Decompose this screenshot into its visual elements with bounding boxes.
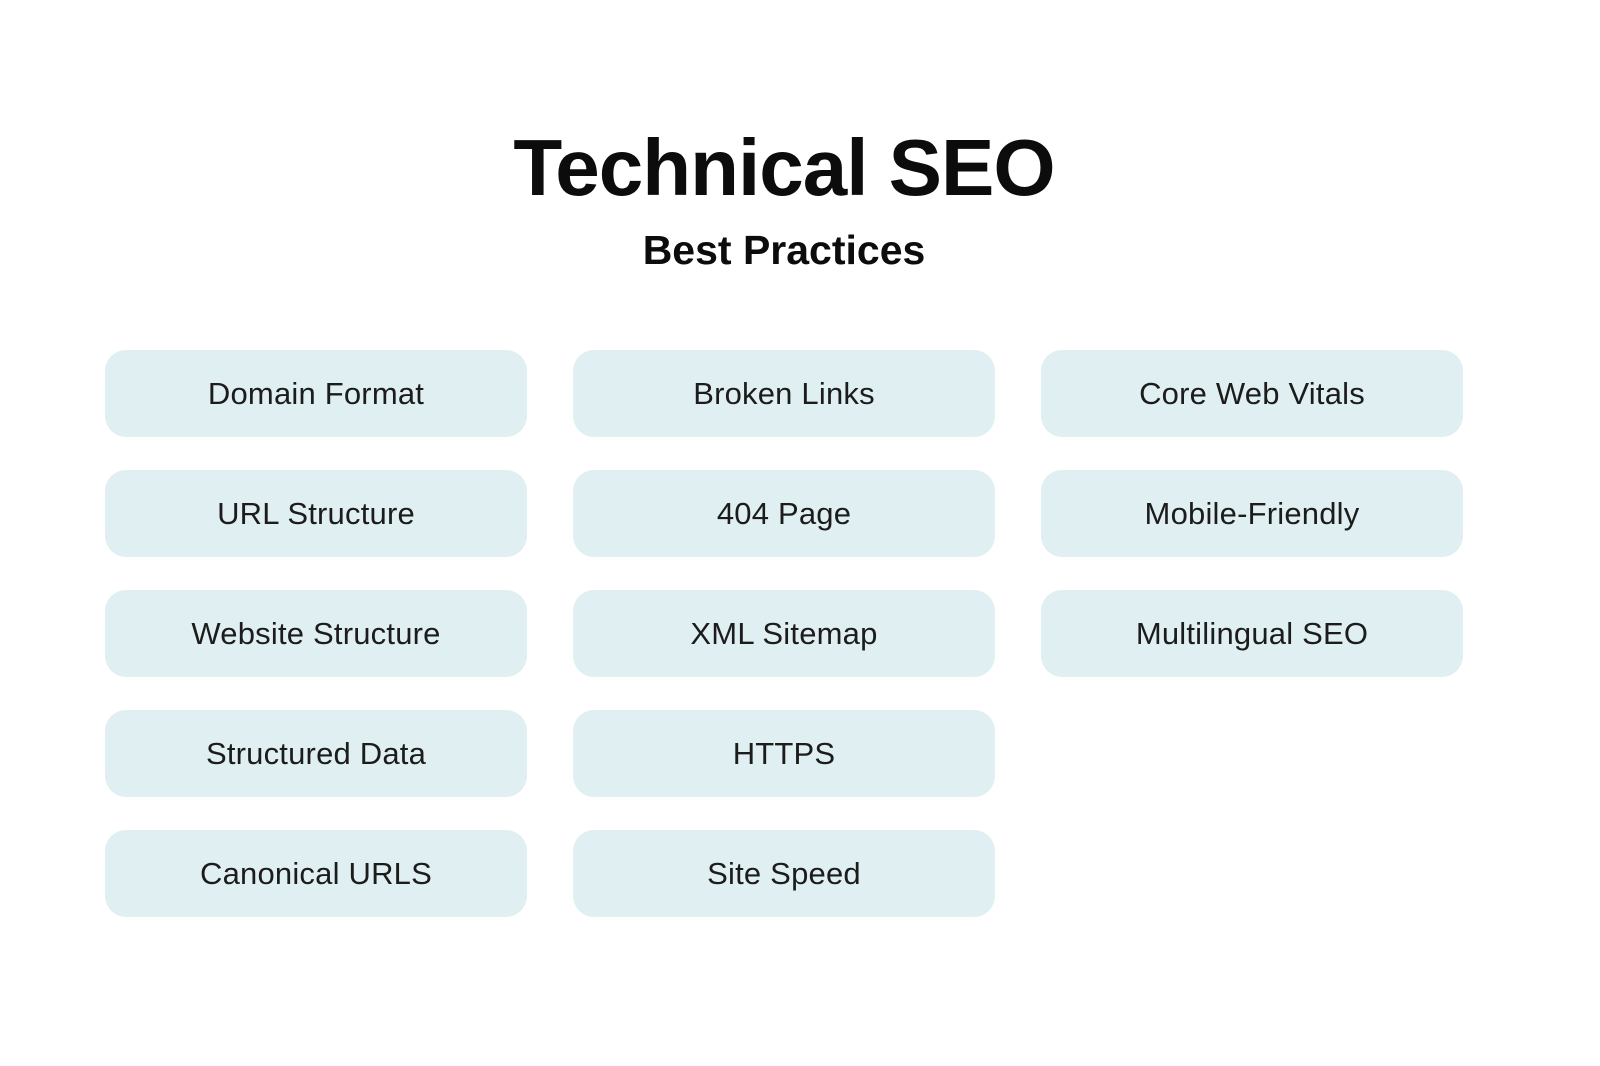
practice-url-structure: URL Structure [105,470,527,557]
header: Technical SEO Best Practices [105,128,1463,271]
practice-multilingual-seo: Multilingual SEO [1041,590,1463,677]
practice-site-speed: Site Speed [573,830,995,917]
practices-column-3: Core Web Vitals Mobile-Friendly Multilin… [1041,350,1463,917]
practice-core-web-vitals: Core Web Vitals [1041,350,1463,437]
practice-structured-data: Structured Data [105,710,527,797]
practice-https: HTTPS [573,710,995,797]
practices-column-2: Broken Links 404 Page XML Sitemap HTTPS … [573,350,995,917]
practice-canonical-urls: Canonical URLS [105,830,527,917]
page-subtitle: Best Practices [642,227,926,273]
practices-column-1: Domain Format URL Structure Website Stru… [105,350,527,917]
practices-grid: Domain Format URL Structure Website Stru… [105,350,1463,917]
practice-mobile-friendly: Mobile-Friendly [1041,470,1463,557]
page-title: Technical SEO [513,123,1055,212]
practice-broken-links: Broken Links [573,350,995,437]
practice-xml-sitemap: XML Sitemap [573,590,995,677]
practice-domain-format: Domain Format [105,350,527,437]
practice-404-page: 404 Page [573,470,995,557]
practice-website-structure: Website Structure [105,590,527,677]
